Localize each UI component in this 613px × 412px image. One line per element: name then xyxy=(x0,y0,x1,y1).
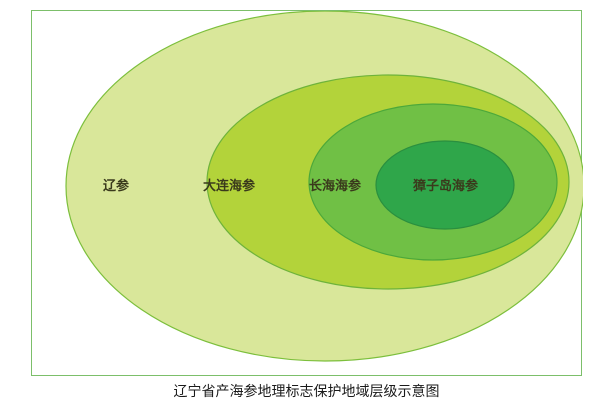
region-label-changhai: 长海海参 xyxy=(309,178,362,194)
diagram-caption: 辽宁省产海参地理标志保护地域层级示意图 xyxy=(173,384,440,400)
region-label-zhangzidao: 獐子岛海参 xyxy=(412,178,479,194)
diagram-frame: 辽参 大连海参 长海海参 獐子岛海参 xyxy=(31,10,583,376)
region-ellipse-zhangzidao xyxy=(375,140,515,230)
region-label-liaoshen: 辽参 xyxy=(103,178,130,194)
region-label-dalian: 大连海参 xyxy=(203,178,256,194)
nested-region-diagram: 辽参 大连海参 长海海参 獐子岛海参 xyxy=(65,11,583,362)
